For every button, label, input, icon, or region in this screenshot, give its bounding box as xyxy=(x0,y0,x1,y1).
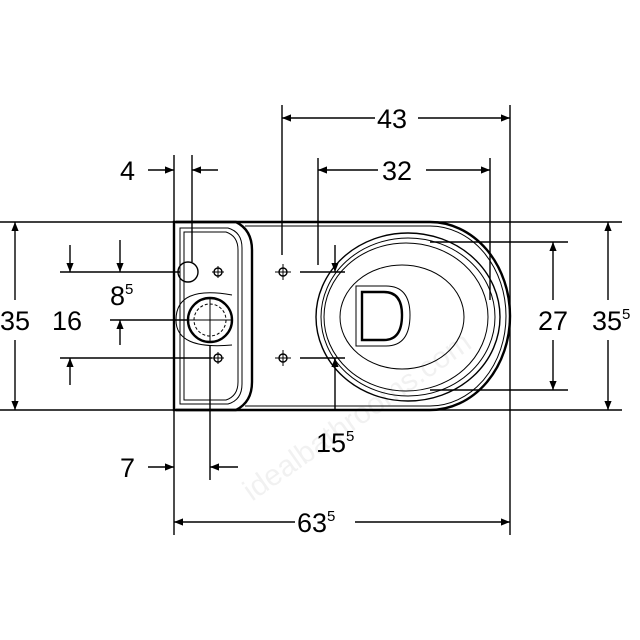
dim-16: 16 xyxy=(52,306,82,336)
dim-35: 35 xyxy=(0,306,30,336)
dim-35-5: 355 xyxy=(592,306,630,336)
dim-15-5: 155 xyxy=(316,428,354,458)
dim-27: 27 xyxy=(538,306,568,336)
valve-icon xyxy=(177,261,199,283)
outlet-icon xyxy=(186,296,234,344)
bowl xyxy=(315,232,501,402)
fixing-holes xyxy=(212,264,291,366)
dim-43: 43 xyxy=(377,104,407,134)
dim-4: 4 xyxy=(120,156,135,186)
dimension-lines xyxy=(11,114,612,526)
dim-32: 32 xyxy=(382,156,412,186)
dim-63-5: 635 xyxy=(297,508,335,538)
dim-7: 7 xyxy=(120,453,135,483)
wc-body xyxy=(172,220,512,412)
dim-8-5: 85 xyxy=(110,281,133,311)
extension-lines xyxy=(0,105,622,535)
